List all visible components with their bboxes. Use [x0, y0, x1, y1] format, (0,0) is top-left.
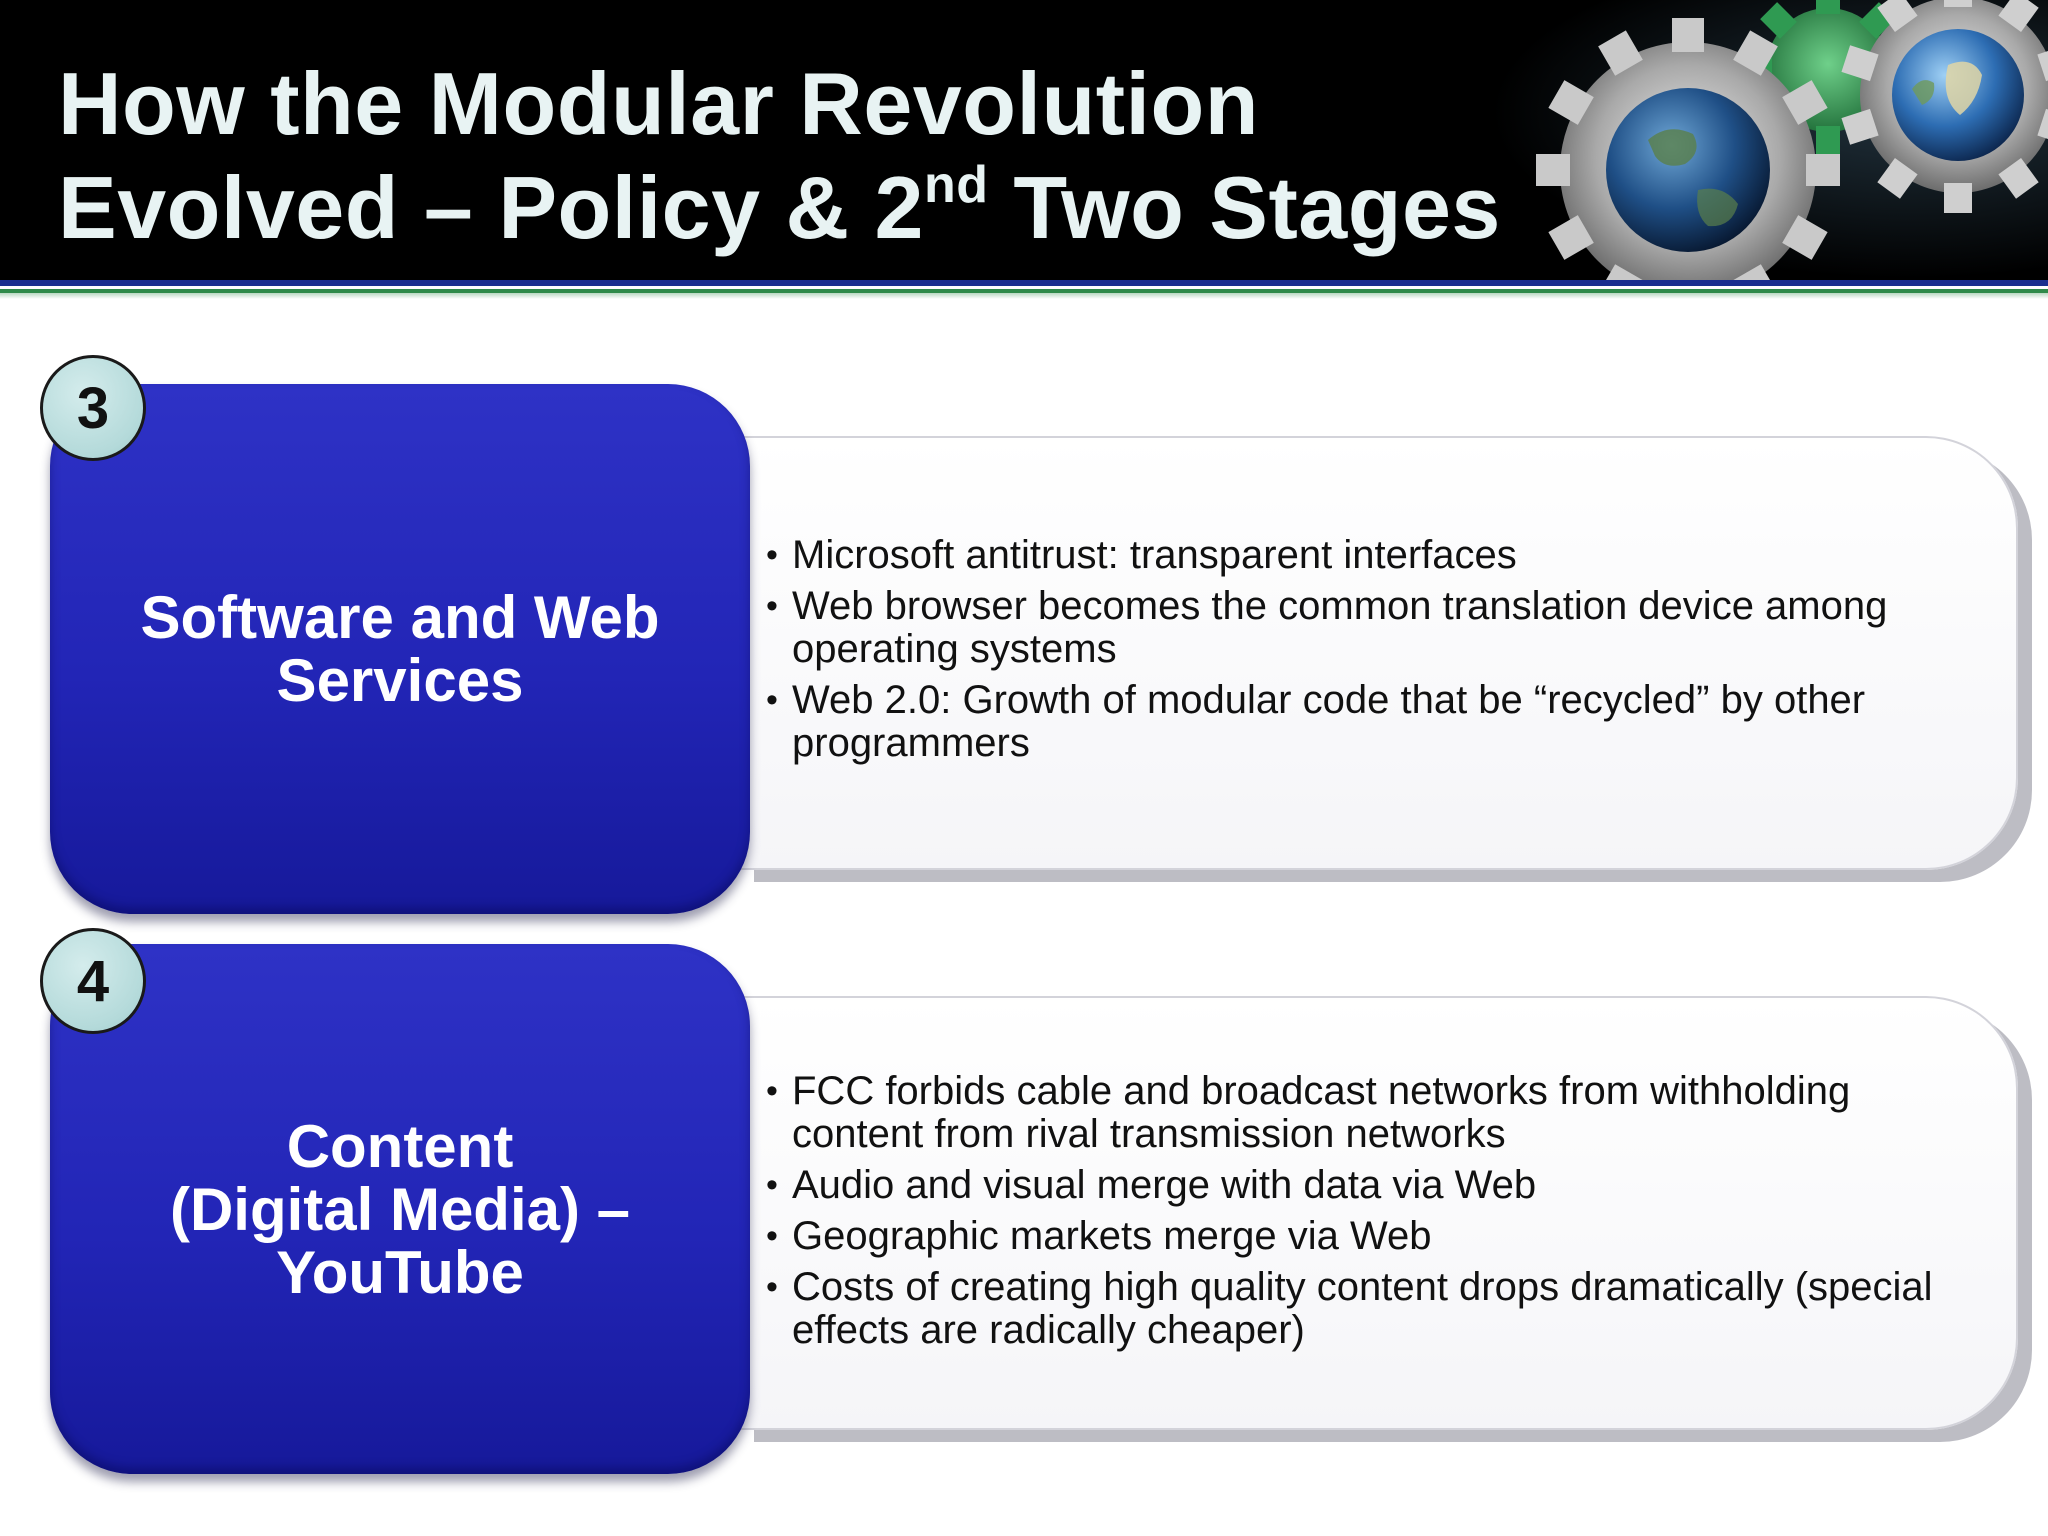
slide-title: How the Modular Revolution Evolved – Pol…: [58, 52, 1501, 273]
bullet-item: Audio and visual merge with data via Web: [766, 1164, 1986, 1208]
globe-icon: [1606, 88, 1770, 252]
gear-icon: [1841, 0, 2048, 213]
stage-4-details-panel: FCC forbids cable and broadcast networks…: [740, 996, 2018, 1430]
stage-4-bullet-list: FCC forbids cable and broadcast networks…: [766, 1070, 1986, 1360]
bullet-item: Web browser becomes the common translati…: [766, 585, 1986, 671]
bullet-item: FCC forbids cable and broadcast networks…: [766, 1070, 1986, 1156]
stage-4-box: Content (Digital Media) – YouTube: [50, 944, 750, 1474]
header-rule-gap: [0, 286, 2048, 289]
bullet-item: Geographic markets merge via Web: [766, 1215, 1986, 1259]
stage-3-label: Software and Web Services: [140, 584, 660, 714]
gears-globe-illustration: [1536, 0, 2048, 280]
header-rule-fade: [0, 293, 2048, 299]
stage-3-number: 3: [76, 375, 110, 441]
stage-4-label: Content (Digital Media) – YouTube: [169, 1112, 631, 1306]
stage-3-details-panel: Microsoft antitrust: transparent interfa…: [740, 436, 2018, 870]
header-rule-green: [0, 289, 2048, 293]
title-superscript: nd: [923, 156, 989, 214]
bullet-item: Microsoft antitrust: transparent interfa…: [766, 534, 1986, 578]
gear-icon: [1536, 18, 1840, 280]
stage-4-number-badge: 4: [40, 928, 146, 1034]
header-rule-blue: [0, 280, 2048, 286]
stage-3-box: Software and Web Services: [50, 384, 750, 914]
slide-header: How the Modular Revolution Evolved – Pol…: [0, 0, 2048, 280]
title-line-2-start: Evolved – Policy & 2: [58, 158, 924, 257]
stage-3-bullet-list: Microsoft antitrust: transparent interfa…: [766, 534, 1986, 773]
title-line-1: How the Modular Revolution: [58, 54, 1259, 153]
bullet-item: Costs of creating high quality content d…: [766, 1266, 1986, 1352]
bullet-item: Web 2.0: Growth of modular code that be …: [766, 679, 1986, 765]
stage-4-number: 4: [76, 948, 110, 1014]
title-line-2-end: Two Stages: [988, 158, 1501, 257]
stage-3-number-badge: 3: [40, 355, 146, 461]
